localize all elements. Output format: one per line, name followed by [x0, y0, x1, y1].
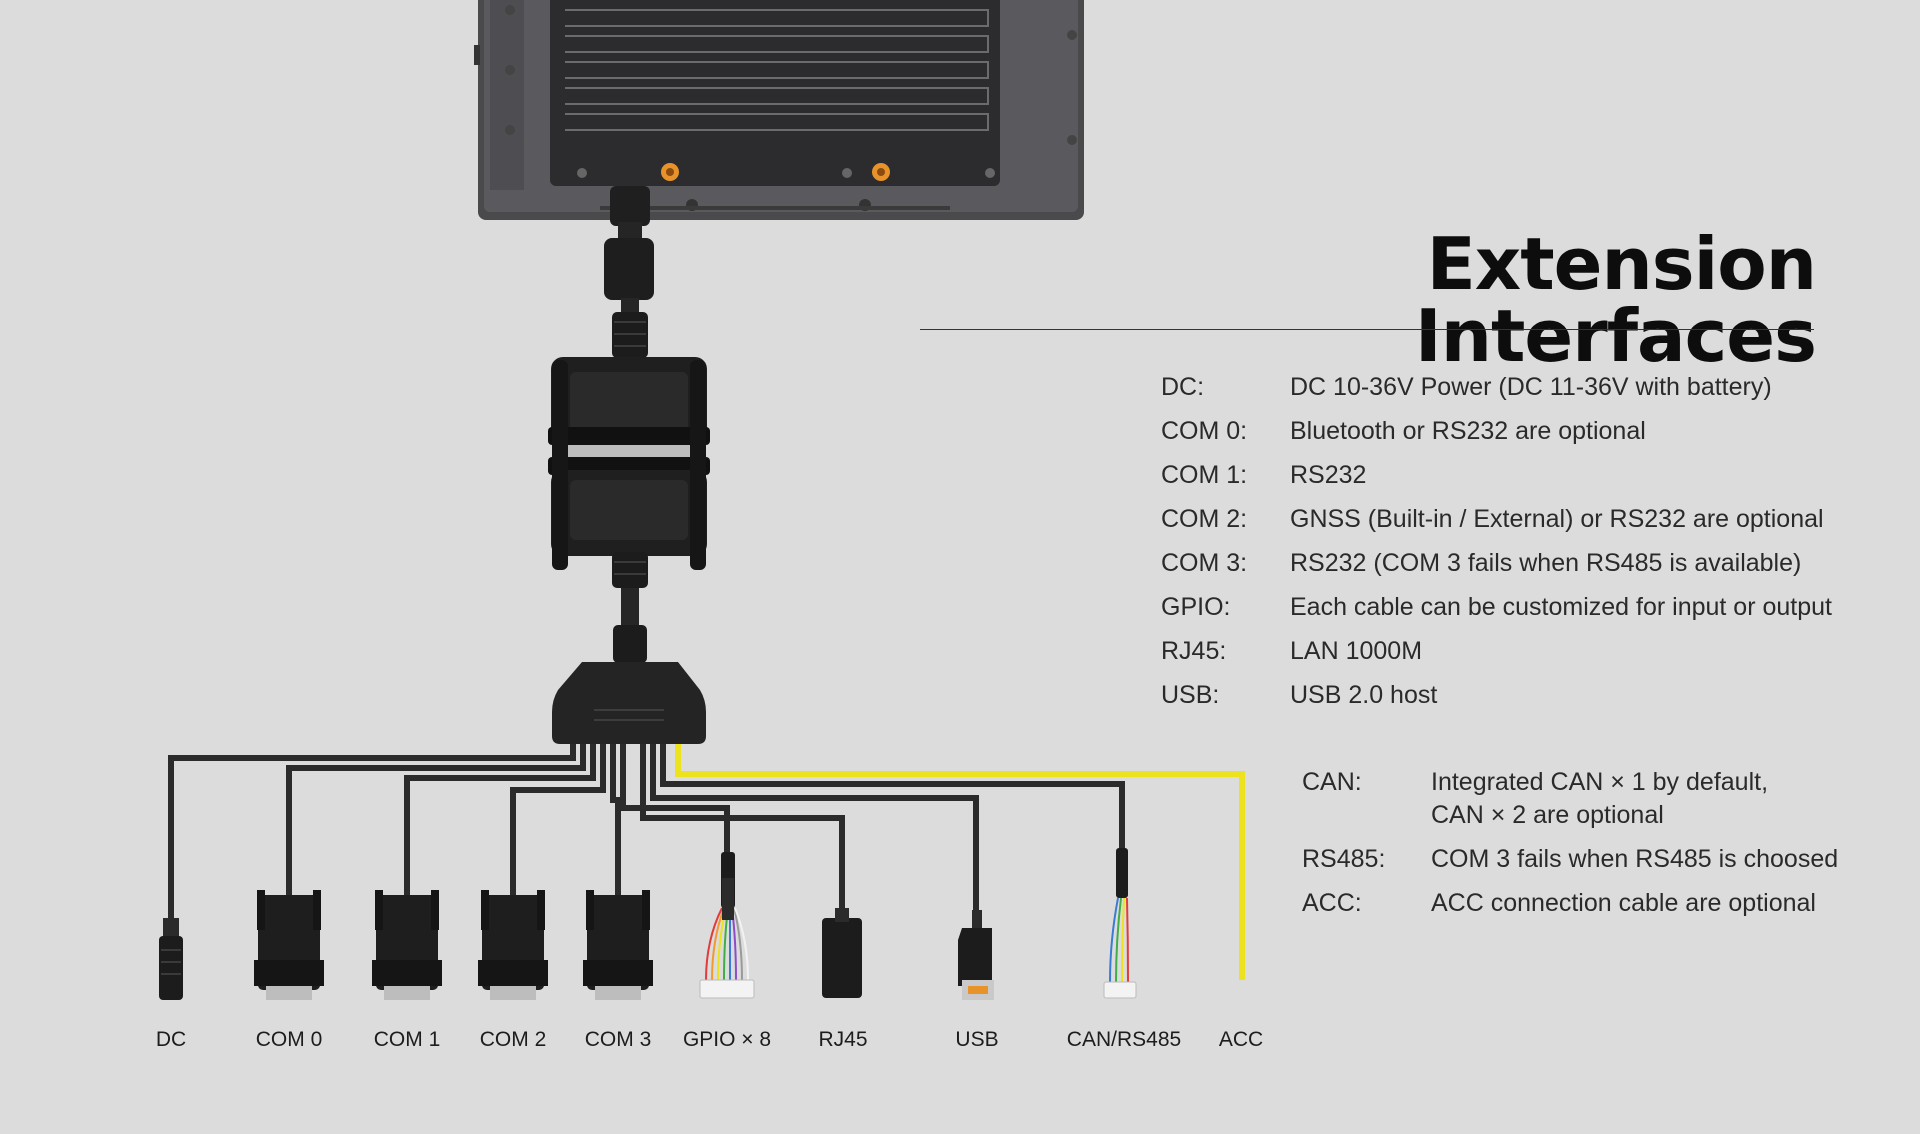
port-label-rj45: RJ45 [818, 1028, 868, 1051]
port-label-com1: COM 1 [373, 1028, 441, 1051]
spec-value: Bluetooth or RS232 are optional [1290, 417, 1646, 445]
spec-value-line: Integrated CAN × 1 by default, [1431, 768, 1769, 796]
spec-key: COM 1: [1161, 461, 1248, 489]
page-title: Extension Interfaces [1414, 222, 1817, 378]
spec-key: ACC: [1302, 889, 1362, 917]
connector-com3 [583, 890, 653, 1000]
device-back-panel [474, 0, 1084, 220]
port-label-com2: COM 2 [479, 1028, 547, 1051]
connector-com0 [254, 890, 324, 1000]
connector-can-rs485 [1103, 848, 1137, 999]
connector-com2 [478, 890, 548, 1000]
connector-com1 [372, 890, 442, 1000]
spec-value: Each cable can be customized for input o… [1290, 593, 1832, 621]
spec-value-line: CAN × 2 are optional [1431, 801, 1664, 829]
spec-value: COM 3 fails when RS485 is choosed [1431, 845, 1839, 873]
spec-key: RS485: [1302, 845, 1386, 873]
port-label-dc: DC [155, 1028, 187, 1051]
spec-value: RS232 (COM 3 fails when RS485 is availab… [1290, 549, 1802, 577]
connector-dc [159, 918, 183, 1000]
spec-value: ACC connection cable are optional [1431, 889, 1816, 917]
spec-key: DC: [1161, 373, 1205, 401]
spec-value: USB 2.0 host [1290, 681, 1438, 709]
spec-key: COM 2: [1161, 505, 1248, 533]
connector-rj45 [722, 878, 862, 998]
breakout-cables [168, 744, 1245, 980]
spec-key: USB: [1161, 681, 1220, 709]
spec-key: CAN: [1302, 768, 1362, 796]
port-label-com3: COM 3 [584, 1028, 652, 1051]
spec-value: LAN 1000M [1290, 637, 1423, 665]
spec-key: COM 0: [1161, 417, 1248, 445]
spec-key: GPIO: [1161, 593, 1231, 621]
title-divider [920, 329, 1814, 330]
spec-value: DC 10-36V Power (DC 11-36V with battery) [1290, 373, 1772, 401]
port-label-gpio: GPIO × 8 [682, 1028, 772, 1051]
spec-value: RS232 [1290, 461, 1367, 489]
port-label-com0: COM 0 [255, 1028, 323, 1051]
spec-value: Integrated CAN × 1 by default, CAN × 2 ar… [1431, 766, 1768, 832]
spec-key: RJ45: [1161, 637, 1227, 665]
port-label-acc: ACC [1218, 1028, 1264, 1051]
spec-value: GNSS (Built-in / External) or RS232 are … [1290, 505, 1824, 533]
port-label-usb: USB [955, 1028, 999, 1051]
connector-usb [958, 910, 994, 1000]
spec-key: COM 3: [1161, 549, 1248, 577]
port-label-can-rs485: CAN/RS485 [1066, 1028, 1182, 1051]
main-cable [548, 186, 710, 744]
connector-gpio [699, 852, 755, 999]
